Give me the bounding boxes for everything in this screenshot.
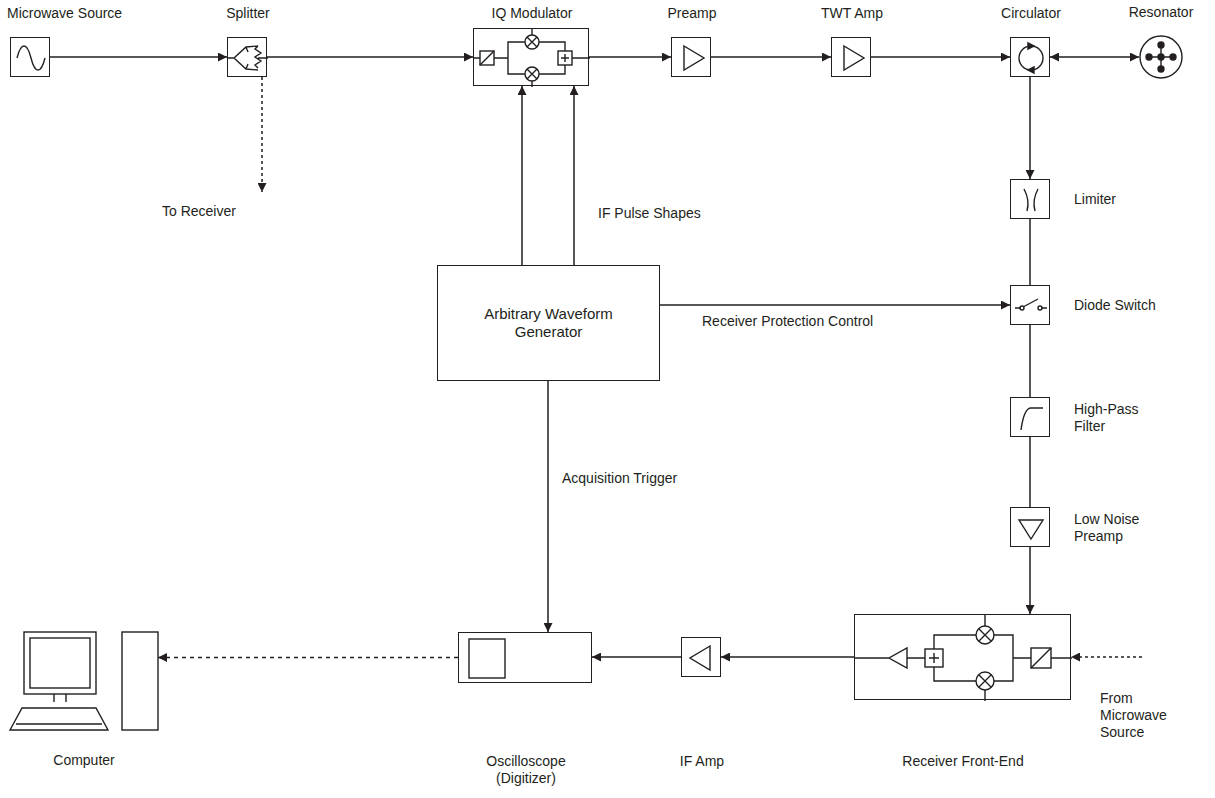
signal-connector bbox=[711, 56, 831, 58]
receiver-front-end: Receiver Front-End bbox=[854, 614, 1071, 700]
resonator: Resonator bbox=[1139, 35, 1183, 79]
component-label: Receiver Front-End bbox=[873, 753, 1053, 770]
component-label: High-Pass Filter bbox=[1074, 401, 1152, 435]
box-label: Arbitrary Waveform Generator bbox=[474, 305, 624, 341]
signal-connector bbox=[1050, 56, 1139, 58]
signal-connector bbox=[592, 656, 681, 658]
component-label: Computer bbox=[24, 752, 144, 769]
circulator: Circulator bbox=[1010, 37, 1050, 77]
component-label: IF Amp bbox=[652, 753, 752, 770]
limiter-symbol bbox=[1011, 180, 1051, 220]
resonator-symbol bbox=[1139, 35, 1183, 79]
reference-feed-line bbox=[261, 77, 263, 192]
signal-connector bbox=[573, 86, 575, 265]
signal-connector bbox=[50, 56, 227, 58]
signal-connector bbox=[721, 656, 854, 658]
component-label: Resonator bbox=[1111, 4, 1211, 21]
signal-connector bbox=[158, 657, 458, 659]
amplifier-symbol bbox=[832, 38, 872, 78]
signal-connector bbox=[1029, 437, 1031, 507]
digitizer: Oscilloscope (Digitizer) bbox=[458, 632, 592, 683]
low-noise-amplifier: Low Noise Preamp bbox=[1010, 507, 1050, 547]
limiter: Limiter bbox=[1010, 179, 1050, 219]
iq-modulator-symbol bbox=[474, 29, 590, 87]
connector-label: Receiver Protection Control bbox=[700, 313, 875, 330]
component-label: Microwave Source bbox=[7, 5, 157, 22]
computer: Computer bbox=[10, 632, 158, 730]
high-pass-filter: High-Pass Filter bbox=[1010, 397, 1050, 437]
component-label: Circulator bbox=[981, 5, 1081, 22]
waveform-generator: Arbitrary Waveform Generator bbox=[437, 265, 660, 381]
amplifier: TWT Amp bbox=[831, 37, 871, 77]
computer-symbol bbox=[10, 632, 158, 730]
amplifier: Preamp bbox=[671, 37, 711, 77]
component-label: Splitter bbox=[188, 5, 308, 22]
signal-connector bbox=[1029, 325, 1031, 397]
component-label: Limiter bbox=[1074, 191, 1174, 208]
connector-label: IF Pulse Shapes bbox=[596, 205, 703, 222]
component-label: Diode Switch bbox=[1074, 297, 1194, 314]
signal-connector bbox=[1029, 77, 1031, 179]
signal-connector bbox=[589, 56, 671, 58]
component-label: TWT Amp bbox=[802, 5, 902, 22]
component-label: Low Noise Preamp bbox=[1074, 511, 1156, 545]
amplifier-symbol bbox=[672, 38, 712, 78]
low-noise-amplifier-symbol bbox=[1011, 508, 1051, 548]
signal-connector bbox=[1029, 547, 1031, 614]
receiver-front-end-symbol bbox=[855, 615, 1072, 701]
signal-source-symbol bbox=[11, 38, 51, 78]
connector-label: Acquisition Trigger bbox=[560, 470, 679, 487]
component-label: IQ Modulator bbox=[462, 5, 602, 22]
reference-feed-line bbox=[1071, 656, 1142, 658]
signal-source: Microwave Source bbox=[10, 37, 50, 77]
signal-connector bbox=[1029, 219, 1031, 285]
high-pass-filter-symbol bbox=[1011, 398, 1051, 438]
component-label: Oscilloscope (Digitizer) bbox=[471, 753, 581, 787]
signal-connector bbox=[267, 56, 473, 58]
signal-note: To Receiver bbox=[160, 203, 238, 220]
power-splitter-symbol bbox=[228, 38, 268, 78]
diode-switch: Diode Switch bbox=[1010, 285, 1050, 325]
if-amplifier-symbol bbox=[682, 638, 722, 678]
iq-modulator: IQ Modulator bbox=[473, 28, 589, 86]
power-splitter: Splitter bbox=[227, 37, 267, 77]
if-amplifier: IF Amp bbox=[681, 637, 721, 677]
signal-connector bbox=[660, 304, 1010, 306]
signal-connector bbox=[521, 86, 523, 265]
component-label: Preamp bbox=[642, 5, 742, 22]
signal-connector bbox=[547, 381, 549, 632]
digitizer-symbol bbox=[459, 633, 593, 684]
signal-note: From Microwave Source bbox=[1098, 690, 1182, 740]
circulator-symbol bbox=[1011, 38, 1051, 78]
signal-connector bbox=[871, 56, 1010, 58]
diode-switch-symbol bbox=[1011, 286, 1051, 326]
